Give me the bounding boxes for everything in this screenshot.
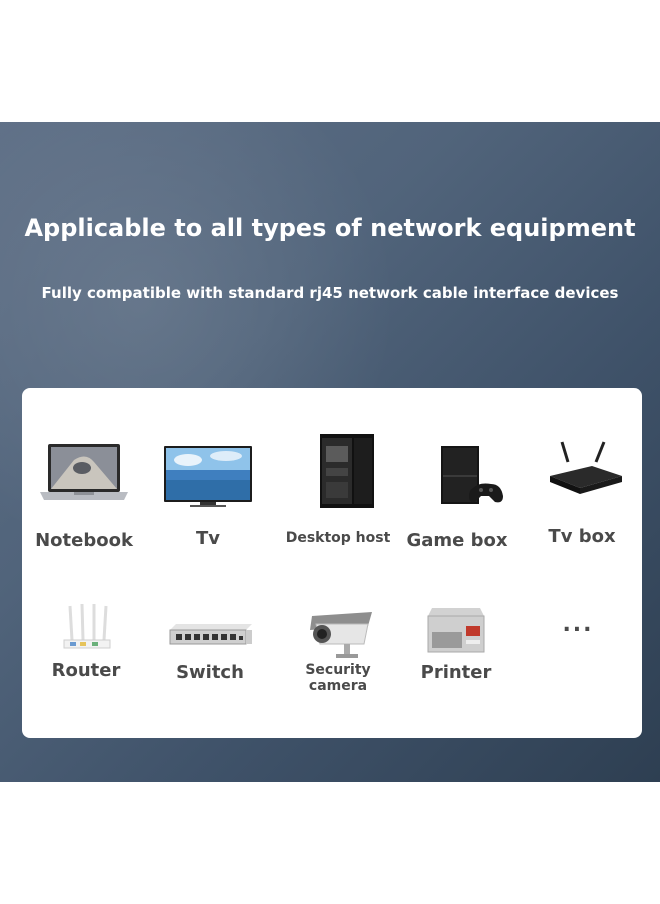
printer-icon	[394, 602, 518, 682]
tv-icon	[146, 438, 270, 518]
switch-icon	[148, 616, 272, 696]
device-card: Notebook Tv	[22, 388, 642, 738]
device-label: Printer	[420, 662, 492, 683]
device-label: Tv	[195, 528, 220, 549]
desktop-host-icon	[276, 432, 400, 512]
device-label: Desktop host	[285, 530, 391, 546]
router-icon	[24, 598, 148, 678]
game-box-icon	[395, 440, 519, 520]
device-label: Tv box	[548, 526, 616, 547]
device-label: Security camera	[305, 662, 371, 694]
tv-box-icon	[520, 438, 644, 518]
device-label: Router	[51, 660, 121, 681]
subline: Fully compatible with standard rj45 netw…	[41, 284, 619, 302]
security-camera-icon	[276, 602, 400, 682]
device-label: Switch	[176, 662, 244, 683]
headline: Applicable to all types of network equip…	[24, 214, 636, 242]
device-label: Game box	[406, 530, 508, 551]
notebook-icon	[22, 438, 146, 518]
promo-banner: Applicable to all types of network equip…	[0, 122, 660, 782]
device-label: Notebook	[35, 530, 133, 551]
more-icon: ...	[562, 612, 594, 637]
